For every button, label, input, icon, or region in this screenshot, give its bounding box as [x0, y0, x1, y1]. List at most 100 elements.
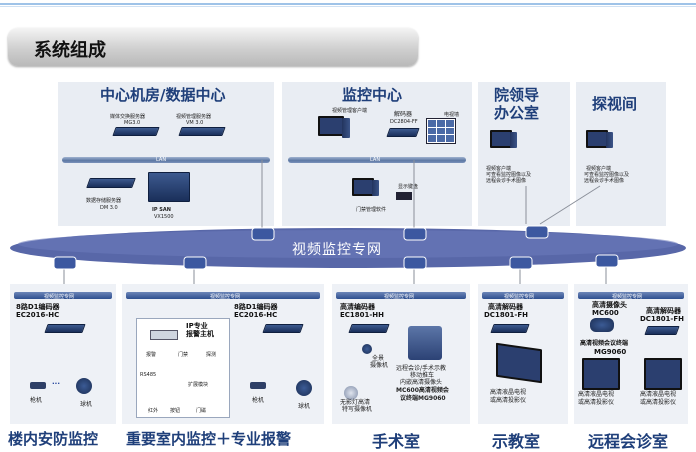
indoor-camera-dome-icon — [296, 380, 312, 396]
data-center-title: 中心机房/数据中心 — [100, 86, 226, 104]
monitor-client-tower — [342, 118, 350, 138]
switch-icons — [53, 225, 619, 270]
switch-icon — [183, 256, 207, 270]
monitor-client-label: 视频管理客户端 — [332, 108, 368, 114]
remote-decoder-icon — [644, 326, 680, 335]
label-teaching: 示教室 — [492, 432, 541, 451]
panel-monitor-center — [282, 82, 472, 226]
panel-visit — [576, 82, 666, 226]
keyboard-label: 显示键盘 — [398, 184, 419, 190]
surgery-encoder-model: EC1801-HH — [340, 311, 385, 319]
surgery-encoder-label: 高清编码器 — [340, 303, 375, 311]
decoder-model: DC2804-FF — [390, 119, 418, 125]
teaching-decoder-label: 高清解码器 — [488, 303, 523, 311]
remote-display-a-line2: 或高清投影仪 — [578, 399, 615, 406]
switch-icon — [53, 256, 77, 270]
label-surgery: 手术室 — [372, 432, 421, 451]
door-software-label: 门禁管理软件 — [356, 207, 387, 213]
building-camera-dome-label: 球机 — [80, 401, 93, 408]
indoor-encoder-icon — [262, 324, 304, 333]
building-dots: ··· — [52, 380, 60, 388]
panel-surgery — [332, 284, 470, 424]
surgery-cart-line5: 议终端MG9060 — [400, 395, 446, 402]
monitor-center-lan — [288, 157, 466, 163]
tv-wall-icon — [426, 118, 456, 144]
indoor-small-d: 红外 — [148, 408, 159, 414]
indoor-lan-label: 视频监控专网 — [210, 294, 241, 300]
teaching-lan-label: 视频监控专网 — [504, 294, 535, 300]
office-title-line2: 办公室 — [494, 104, 540, 122]
top-rule — [0, 3, 696, 5]
indoor-camera-gun-icon — [250, 382, 266, 389]
building-encoder-model: EC2016-HC — [16, 311, 60, 319]
alarm-host-icon — [150, 330, 178, 340]
remote-display-b-icon — [644, 358, 682, 390]
video-mgmt-server-model: VM 3.0 — [186, 120, 204, 126]
surgery-pano-line1: 全景 — [372, 355, 385, 362]
ipsan-model: VX1500 — [154, 214, 174, 220]
network-cloud-label: 视频监控专网 — [292, 242, 382, 258]
remote-camera-icon — [590, 318, 614, 332]
teaching-display-line2: 或高清投影仪 — [490, 397, 527, 404]
indoor-camera-gun-label: 枪机 — [252, 397, 265, 404]
monitor-center-lan-label: LAN — [370, 157, 381, 163]
visit-client-tower — [606, 132, 613, 148]
surgery-shadowless-camera-icon — [344, 386, 358, 400]
building-lan-label: 视频监控专网 — [44, 294, 75, 300]
indoor-small-b: 门禁 — [178, 352, 189, 358]
surgery-shadowless-line1: 无影灯高清 — [340, 399, 371, 406]
indoor-small-f: 门磁 — [196, 408, 207, 414]
slide-title-bar: 系统组成 — [8, 28, 418, 66]
data-storage-label: 数据存储服务器 — [86, 198, 122, 204]
remote-decoder-model: DC1801-FH — [640, 315, 684, 323]
remote-display-b-line2: 或高清投影仪 — [640, 399, 677, 406]
teaching-lan — [482, 292, 564, 299]
top-rule-thin — [0, 6, 696, 7]
link-visit — [539, 185, 601, 225]
office-title-line1: 院领导 — [494, 86, 540, 104]
building-camera-gun-icon — [30, 382, 46, 389]
data-center-lan-label: LAN — [156, 157, 167, 163]
ipsan-icon — [148, 172, 190, 202]
remote-camera-label: 高清摄像头 — [592, 301, 627, 309]
building-camera-gun-label: 枪机 — [30, 397, 43, 404]
panel-remote — [574, 284, 688, 424]
monitor-center-title: 监控中心 — [342, 86, 403, 104]
teaching-decoder-model: DC1801-FH — [484, 311, 528, 319]
surgery-pano-line2: 摄像机 — [370, 362, 389, 369]
building-camera-dome-icon — [76, 378, 92, 394]
indoor-lan — [126, 292, 320, 299]
switch-icon — [403, 227, 427, 241]
remote-terminal-model: MG9060 — [594, 348, 627, 356]
label-indoor: 重要室内监控＋专业报警 — [126, 430, 292, 448]
indoor-camera-dome-label: 球机 — [298, 403, 311, 410]
visit-client-line2: 可查看监控图像以及 — [584, 172, 630, 178]
remote-camera-model: MC600 — [592, 309, 619, 317]
building-encoder-label: 8路D1编码器 — [16, 303, 60, 311]
data-center-lan — [62, 157, 270, 163]
data-storage-model: DM 3.0 — [100, 205, 118, 211]
media-server-label: 媒体交换服务器 — [110, 114, 146, 120]
indoor-encoder-model: EC2016-HC — [234, 311, 278, 319]
switch-icon — [525, 225, 549, 239]
surgery-cart-line3: 内嵌高清摄像头 — [400, 379, 443, 386]
teaching-display-line1: 高清液晶电视 — [490, 389, 527, 396]
panel-building — [10, 284, 116, 424]
office-client-line2: 可查看监控图像以及 — [486, 172, 532, 178]
decoder-label: 解码器 — [394, 111, 413, 118]
media-server-model: MG3.0 — [124, 120, 141, 126]
panel-office — [478, 82, 570, 226]
remote-lan — [578, 292, 684, 299]
surgery-lan-label: 视频监控专网 — [384, 294, 415, 300]
remote-lan-label: 视频监控专网 — [612, 294, 643, 300]
indoor-rs485: RS485 — [140, 372, 157, 378]
office-client-tower — [510, 132, 517, 148]
indoor-encoder-label: 8路D1编码器 — [234, 303, 278, 311]
teaching-display-icon — [496, 342, 542, 384]
surgery-cart-line1: 远程会诊/手术示教 — [396, 365, 447, 372]
keyboard-icon — [396, 192, 412, 200]
door-software-tower — [372, 180, 379, 196]
building-encoder-icon — [44, 324, 86, 333]
label-remote: 远程会诊室 — [588, 432, 669, 451]
surgery-cart-line2: 移动推车 — [410, 372, 435, 379]
